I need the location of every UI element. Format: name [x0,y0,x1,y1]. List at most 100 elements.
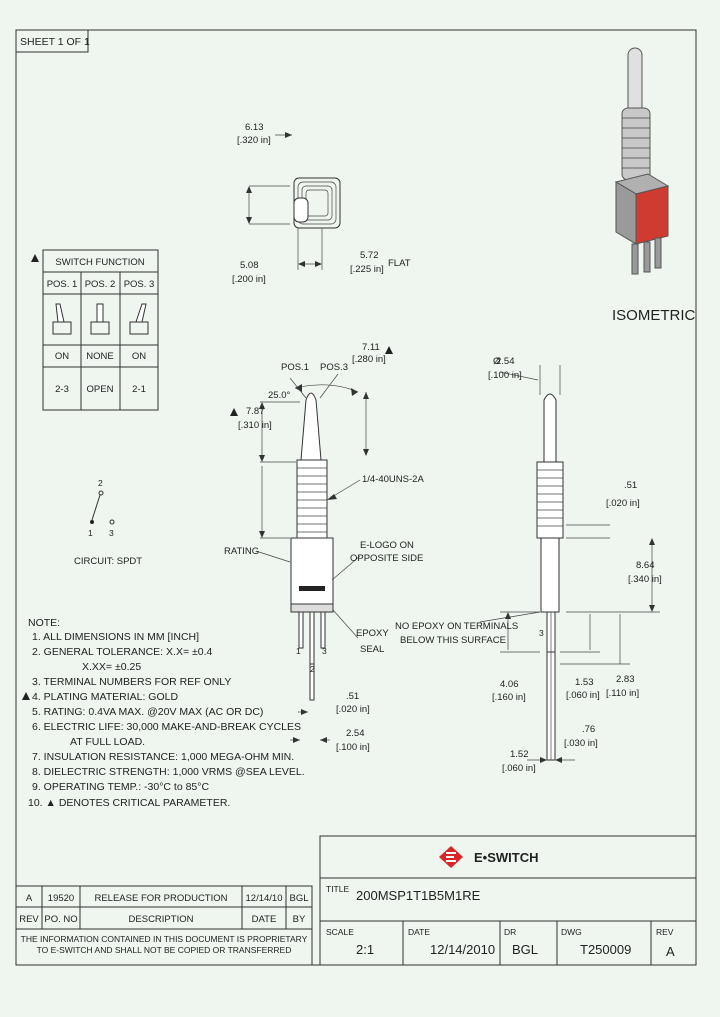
revision-block: A 19520 RELEASE FOR PRODUCTION 12/14/10 … [15,885,313,966]
pos1-label: POS. 1 [47,279,78,290]
top-view: 6.13 [.320 in] 5.08 [.200 in] 5.72 [.225… [232,122,411,285]
side-406-dim-in: [.160 in] [492,692,526,703]
top-width-dim-in: [.320 in] [237,135,271,146]
top-flat-dim: 5.72 [360,250,379,261]
note-item: 2. GENERAL TOLERANCE: X.X= ±0.4 [32,646,213,658]
rev-header-by: BY [293,914,306,925]
drawing-border [15,29,697,966]
sheet-label: SHEET 1 OF 1 [20,36,90,48]
elogo-callout: E-LOGO ON [360,540,414,551]
pos2-state: NONE [86,351,113,362]
rev-header-date: DATE [252,914,277,925]
dr-label: DR [504,927,516,937]
note-item: 10. ▲ DENOTES CRITICAL PARAMETER. [28,797,230,809]
pin-dim: .51 [346,691,359,702]
pitch-dim-in: [.100 in] [336,742,370,753]
pin-dim-in: [.020 in] [336,704,370,715]
pos2-label: POS. 2 [85,279,116,290]
side-864-dim-in: [.340 in] [628,574,662,585]
span-dim: 7.11 [362,342,380,353]
notes-block: NOTE: 1. ALL DIMENSIONS IN MM [INCH] 2. … [22,617,305,809]
front-terminal-2: 2 [310,664,315,674]
rev-header-desc: DESCRIPTION [129,914,194,925]
side-076-dim-in: [.030 in] [564,738,598,749]
note-item: X.XX= ±0.25 [82,661,141,673]
pos1-callout: POS.1 [281,362,309,373]
side-152-dim: 1.52 [510,749,529,760]
note-item: 4. PLATING MATERIAL: GOLD [32,691,178,703]
pos3-callout: POS.3 [320,362,348,373]
diameter-dim: 2.54 [496,356,515,367]
side-153-dim: 1.53 [575,677,594,688]
note-item: 5. RATING: 0.4VA MAX. @20V MAX (AC OR DC… [32,706,263,718]
pos3-toggle-icon [129,303,149,335]
pos1-state: ON [55,351,69,362]
side-406-dim: 4.06 [500,679,519,690]
part-number: 200MSP1T1B5M1RE [356,888,481,903]
disclaimer-line-1: THE INFORMATION CONTAINED IN THIS DOCUME… [21,934,308,944]
diameter-symbol: Ø [493,356,501,367]
note-item: 8. DIELECTRIC STRENGTH: 1,000 VRMS @SEA … [32,766,305,778]
title-block: E•SWITCH TITLE 200MSP1T1B5M1RE SCALE 2:1… [319,835,697,966]
scale-value: 2:1 [356,942,374,957]
circuit-diagram: 2 1 3 CIRCUIT: SPDT [74,478,142,567]
no-epoxy-callout-2: BELOW THIS SURFACE [400,635,506,646]
rev-label: REV [656,927,674,937]
side-283-dim-in: [.110 in] [606,688,639,699]
sheet-label-box [15,29,89,53]
seal-callout: SEAL [360,644,384,655]
note-item: AT FULL LOAD. [70,736,145,748]
lever-dim: 7.87 [246,406,265,417]
rev-row-po: 19520 [48,893,74,904]
switch-function-table: SWITCH FUNCTION POS. 1 POS. 2 POS. 3 ON … [31,249,159,411]
front-view: POS.1 POS.3 25.0° 7.11 [.280 in] 7.87 [.… [224,342,424,753]
front-terminal-3: 3 [322,646,327,656]
pos2-terminals: OPEN [87,384,114,395]
rev-row-by: BGL [289,893,308,904]
date-value: 12/14/2010 [430,942,495,957]
thread-callout: 1/4-40UNS-2A [362,474,424,485]
elogo-callout-2: OPPOSITE SIDE [350,553,423,564]
front-terminal-1: 1 [296,646,301,656]
circuit-terminal-2: 2 [98,478,103,488]
top-width-dim: 6.13 [245,122,264,133]
side-076-dim: .76 [582,724,595,735]
pitch-dim: 2.54 [346,728,365,739]
switch-function-title: SWITCH FUNCTION [55,257,144,268]
dwg-label: DWG [561,927,582,937]
note-item: 3. TERMINAL NUMBERS FOR REF ONLY [32,676,231,688]
side-051-dim: .51 [624,480,637,491]
top-flat-dim-in: [.225 in] [350,264,384,275]
critical-marker [31,254,39,262]
pos2-toggle-icon [90,303,110,335]
lever-angle: 25.0° [268,390,290,401]
isometric-label: ISOMETRIC [612,307,696,324]
top-height-dim: 5.08 [240,260,259,271]
scale-label: SCALE [326,927,354,937]
note-item: 6. ELECTRIC LIFE: 30,000 MAKE-AND-BREAK … [32,721,301,733]
side-terminal-3: 3 [539,628,544,638]
pos3-label: POS. 3 [124,279,155,290]
circuit-terminal-3: 3 [109,528,114,538]
date-label: DATE [408,927,430,937]
side-153-dim-in: [.060 in] [566,690,600,701]
dwg-value: T250009 [580,942,631,957]
critical-marker [22,692,30,700]
span-dim-in: [.280 in] [352,354,386,365]
pos3-state: ON [132,351,146,362]
side-283-dim: 2.83 [616,674,635,685]
rating-callout: RATING [224,546,259,557]
notes-title: NOTE: [28,617,60,629]
title-label: TITLE [326,884,349,894]
rev-header-rev: REV [19,914,39,925]
pos1-terminals: 2-3 [55,384,69,395]
side-051-dim-in: [.020 in] [606,498,640,509]
side-view: Ø 2.54 [.100 in] .51 [.020 in] 8.64 [.34… [395,356,662,774]
note-item: 1. ALL DIMENSIONS IN MM [INCH] [32,631,199,643]
isometric-view: ISOMETRIC [612,47,696,324]
e-switch-logo: E•SWITCH [439,846,539,868]
top-flat-label: FLAT [388,258,411,269]
lever-dim-in: [.310 in] [238,420,272,431]
rev-row-rev: A [26,893,33,904]
